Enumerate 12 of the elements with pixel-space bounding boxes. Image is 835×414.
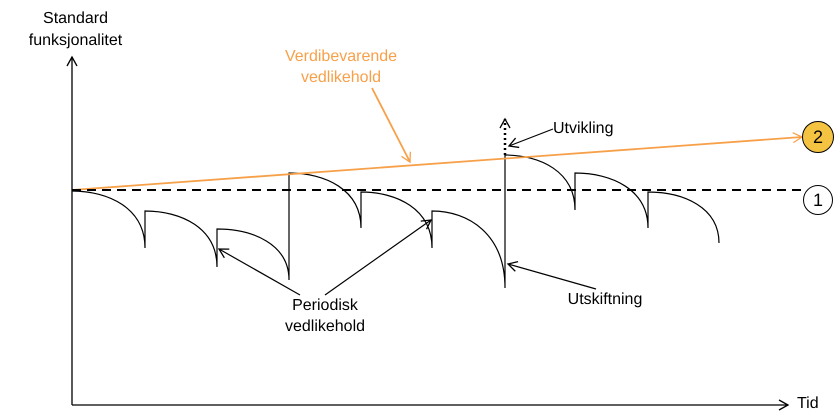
axis-label: Standard funksjonalitet (28, 9, 124, 51)
axis-label: Tid (797, 394, 819, 414)
arrow (508, 128, 554, 148)
callout-text: Verdibevarende vedlikehold (255, 46, 427, 88)
arrow (324, 219, 432, 296)
callout-text: Periodisk vedlikehold (262, 295, 388, 339)
dashed-line (72, 189, 803, 191)
arrow (371, 88, 411, 163)
callout-text: Utvikling (553, 118, 645, 140)
callout-text: Utskiftning (553, 289, 657, 311)
arrow (218, 248, 300, 296)
arrow (507, 261, 596, 290)
